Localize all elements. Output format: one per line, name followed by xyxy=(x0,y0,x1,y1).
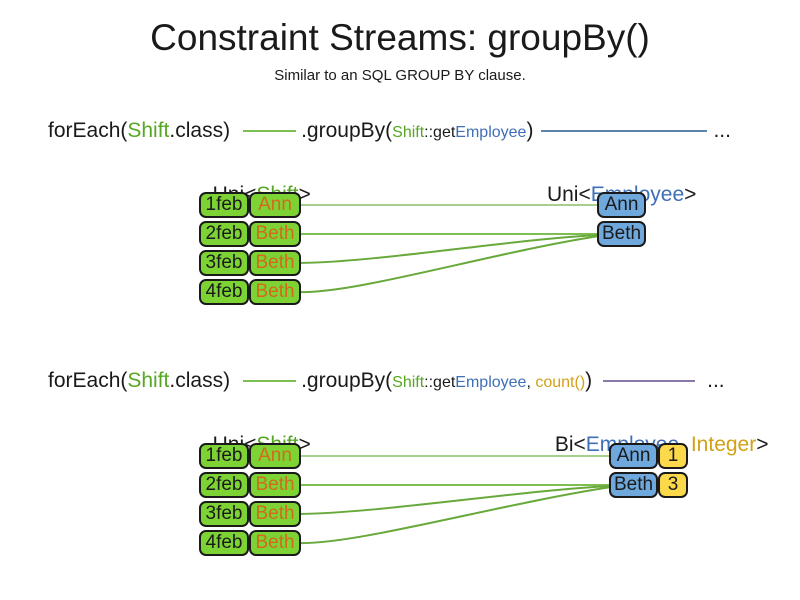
groupby-post: ) xyxy=(526,119,534,142)
groupby-arg-type-shift: Shift xyxy=(392,374,425,391)
code-line-foreach-groupby-2: forEach(Shift.class) .groupBy(Shift::get… xyxy=(48,369,725,393)
employee-group-box: Beth xyxy=(597,221,646,247)
groupby-arg-separator: , xyxy=(526,374,536,391)
shift-employee-cell: Beth xyxy=(249,221,301,247)
code-line-foreach-groupby-1: forEach(Shift.class) .groupBy(Shift::get… xyxy=(48,119,731,143)
shift-row: 3feb Beth xyxy=(199,250,301,276)
shift-date-cell: 2feb xyxy=(199,221,249,247)
link-foreach-to-groupby-2 xyxy=(243,380,297,383)
groupby-post: ) xyxy=(585,369,593,392)
employee-count-row: Ann 1 xyxy=(609,443,688,469)
shift-table-2: 1feb Ann 2feb Beth 3feb Beth 4feb Beth xyxy=(199,443,301,556)
foreach-type-shift: Shift xyxy=(127,119,170,142)
shift-date-cell: 2feb xyxy=(199,472,249,498)
groupby-arg-accessor: ::get xyxy=(424,374,456,391)
link-groupby-to-next-1 xyxy=(541,130,708,133)
groupby-pre: .groupBy( xyxy=(301,119,393,142)
bi-pre: Bi< xyxy=(554,433,586,457)
uni-shift-post: > xyxy=(298,183,311,207)
groupby-arg-type-shift: Shift xyxy=(392,124,425,141)
shift-row: 3feb Beth xyxy=(199,501,301,527)
shift-row: 2feb Beth xyxy=(199,221,301,247)
d2-link-row3-beth xyxy=(298,485,612,515)
shift-employee-cell: Beth xyxy=(249,250,301,276)
foreach-post: .class) xyxy=(169,119,231,142)
bi-type-integer: Integer xyxy=(690,433,757,457)
foreach-post: .class) xyxy=(169,369,231,392)
count-box: 1 xyxy=(658,443,688,469)
employee-count-groups: Ann 1 Beth 3 xyxy=(609,443,688,498)
groupby-pre: .groupBy( xyxy=(301,369,393,392)
shift-employee-cell: Beth xyxy=(249,279,301,305)
groupby-arg-prop-employee: Employee xyxy=(455,124,527,141)
shift-date-cell: 3feb xyxy=(199,250,249,276)
count-box: 3 xyxy=(658,472,688,498)
ellipsis-1: ... xyxy=(713,119,731,142)
shift-date-cell: 4feb xyxy=(199,279,249,305)
employee-groups-1: Ann Beth xyxy=(597,192,646,247)
employee-group-box: Ann xyxy=(609,443,658,469)
shift-employee-cell: Beth xyxy=(249,501,301,527)
employee-group-box: Ann xyxy=(597,192,646,218)
shift-row: 4feb Beth xyxy=(199,530,301,556)
page-subtitle: Similar to an SQL GROUP BY clause. xyxy=(274,67,526,84)
d1-link-row3-beth xyxy=(298,234,600,264)
groupby-arg-count-collector: count() xyxy=(535,374,586,391)
bi-post: > xyxy=(756,433,769,457)
shift-date-cell: 1feb xyxy=(199,443,249,469)
shift-date-cell: 1feb xyxy=(199,192,249,218)
shift-date-cell: 3feb xyxy=(199,501,249,527)
groupby-arg-accessor: ::get xyxy=(424,124,456,141)
d1-link-row4-beth xyxy=(298,235,600,294)
uni-shift-post: > xyxy=(298,433,311,457)
employee-group-box: Beth xyxy=(609,472,658,498)
link-foreach-to-groupby-1 xyxy=(243,130,297,133)
foreach-type-shift: Shift xyxy=(127,369,170,392)
d2-link-row4-beth xyxy=(298,486,612,545)
shift-date-cell: 4feb xyxy=(199,530,249,556)
shift-table-1: 1feb Ann 2feb Beth 3feb Beth 4feb Beth xyxy=(199,192,301,305)
foreach-pre: forEach( xyxy=(48,119,128,142)
shift-row: 1feb Ann xyxy=(199,192,301,218)
link-groupby-to-next-2 xyxy=(603,380,696,383)
groupby-arg-prop-employee: Employee xyxy=(455,374,527,391)
shift-employee-cell: Ann xyxy=(249,192,301,218)
shift-row: 4feb Beth xyxy=(199,279,301,305)
shift-employee-cell: Beth xyxy=(249,472,301,498)
page-title: Constraint Streams: groupBy() xyxy=(150,17,650,58)
shift-employee-cell: Beth xyxy=(249,530,301,556)
uni-employee-pre: Uni< xyxy=(546,183,591,207)
employee-count-row: Beth 3 xyxy=(609,472,688,498)
foreach-pre: forEach( xyxy=(48,369,128,392)
shift-row: 1feb Ann xyxy=(199,443,301,469)
shift-row: 2feb Beth xyxy=(199,472,301,498)
shift-employee-cell: Ann xyxy=(249,443,301,469)
uni-employee-post: > xyxy=(684,183,697,207)
ellipsis-2: ... xyxy=(707,369,725,392)
